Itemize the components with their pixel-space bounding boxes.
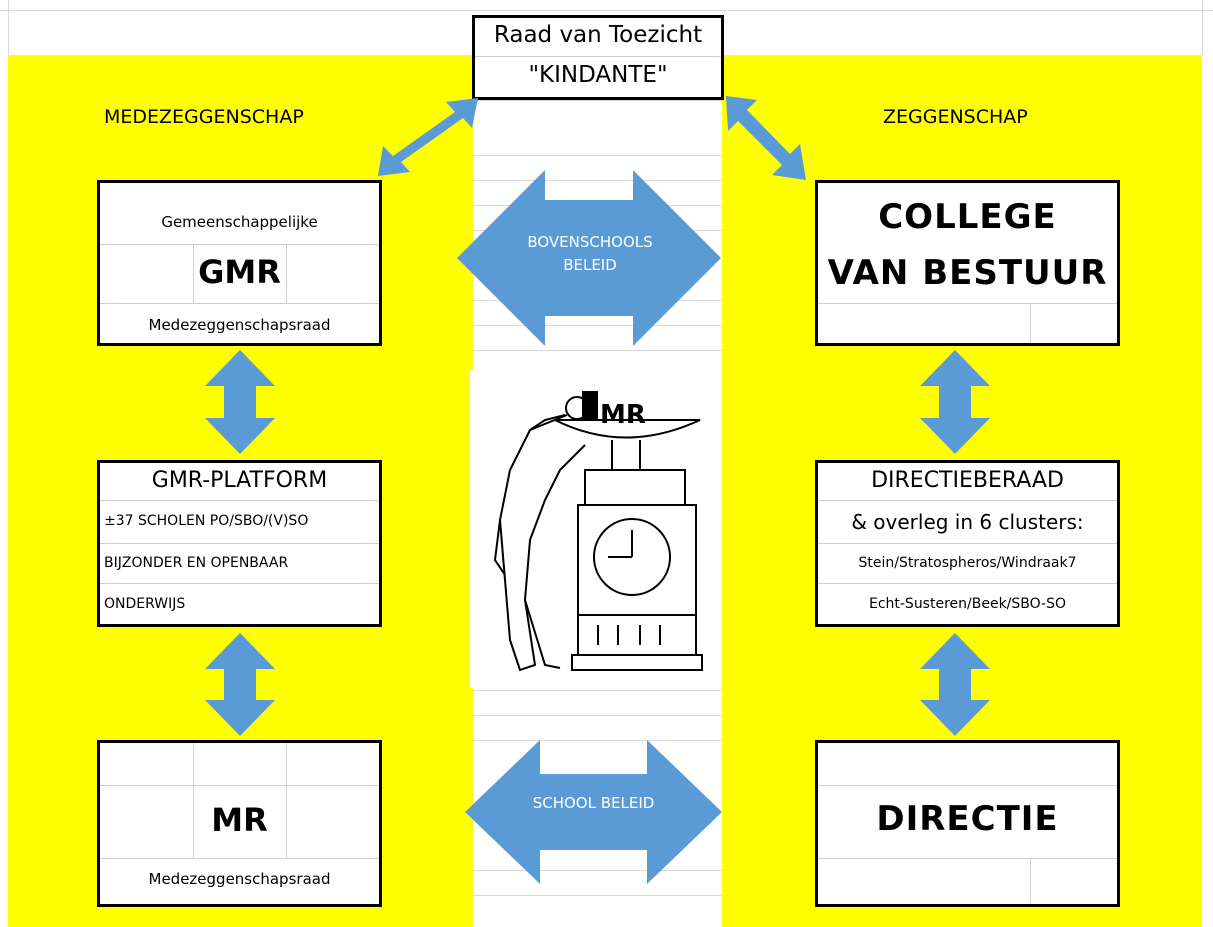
gmr-title: GMR: [198, 253, 281, 291]
gmr-platform-row2: BIJZONDER EN OPENBAAR: [104, 555, 289, 571]
directieberaad-row1: & overleg in 6 clusters:: [851, 510, 1084, 534]
raad-van-toezicht-label: Raad van Toezicht: [493, 22, 703, 48]
directieberaad-row3: Echt-Susteren/Beek/SBO-SO: [868, 596, 1067, 612]
scale-illustration: [470, 370, 720, 688]
directie-box: DIRECTIE: [815, 740, 1120, 907]
vertical-arrow-platform-mr: [205, 633, 275, 736]
mr-title: MR: [211, 801, 268, 839]
college-title-line2: VAN BESTUUR: [827, 253, 1108, 293]
gmr-platform-box: GMR-PLATFORM ±37 SCHOLEN PO/SBO/(V)SO BI…: [97, 460, 382, 627]
double-arrow-raad-college: [726, 96, 806, 180]
directie-title: DIRECTIE: [876, 799, 1059, 839]
school-beleid-label: SCHOOL BELEID: [532, 794, 655, 812]
vertical-arrow-directieberaad-directie: [920, 633, 990, 736]
bovenschools-double-arrow: [457, 170, 721, 346]
directieberaad-box: DIRECTIEBERAAD & overleg in 6 clusters: …: [815, 460, 1120, 627]
medezeggenschap-header: MEDEZEGGENSCHAP: [104, 106, 304, 128]
college-title-line1: COLLEGE: [878, 197, 1057, 237]
gmr-platform-title: GMR-PLATFORM: [151, 468, 328, 493]
school-beleid-double-arrow: [465, 740, 722, 884]
gmr-platform-row1: ±37 SCHOLEN PO/SBO/(V)SO: [104, 513, 309, 529]
mr-subtitle: Medezeggenschapsraad: [148, 870, 331, 888]
gmr-box: Gemeenschappelijke GMR Medezeggenschapsr…: [97, 180, 382, 346]
gmr-subtitle-top: Gemeenschappelijke: [161, 213, 318, 231]
zeggenschap-header: ZEGGENSCHAP: [883, 106, 1028, 128]
raad-van-toezicht-box: Raad van Toezicht "KINDANTE": [472, 15, 724, 100]
bovenschools-label-line1: BOVENSCHOOLS: [527, 233, 653, 251]
bovenschools-label-line2: BELEID: [563, 256, 617, 274]
vertical-arrow-gmr-platform: [205, 350, 275, 454]
gmr-platform-row3: ONDERWIJS: [104, 596, 186, 612]
illustration-mr-text: MR: [600, 400, 646, 430]
mr-box: MR Medezeggenschapsraad: [97, 740, 382, 907]
directieberaad-title: DIRECTIEBERAAD: [871, 468, 1064, 493]
college-van-bestuur-box: COLLEGE VAN BESTUUR: [815, 180, 1120, 346]
gmr-subtitle-bottom: Medezeggenschapsraad: [148, 316, 331, 334]
directieberaad-row2: Stein/Stratospheros/Windraak7: [858, 555, 1077, 571]
kindante-label: "KINDANTE": [528, 62, 668, 88]
vertical-arrow-college-directieberaad: [920, 350, 990, 454]
double-arrow-gmr-raad: [378, 98, 478, 176]
